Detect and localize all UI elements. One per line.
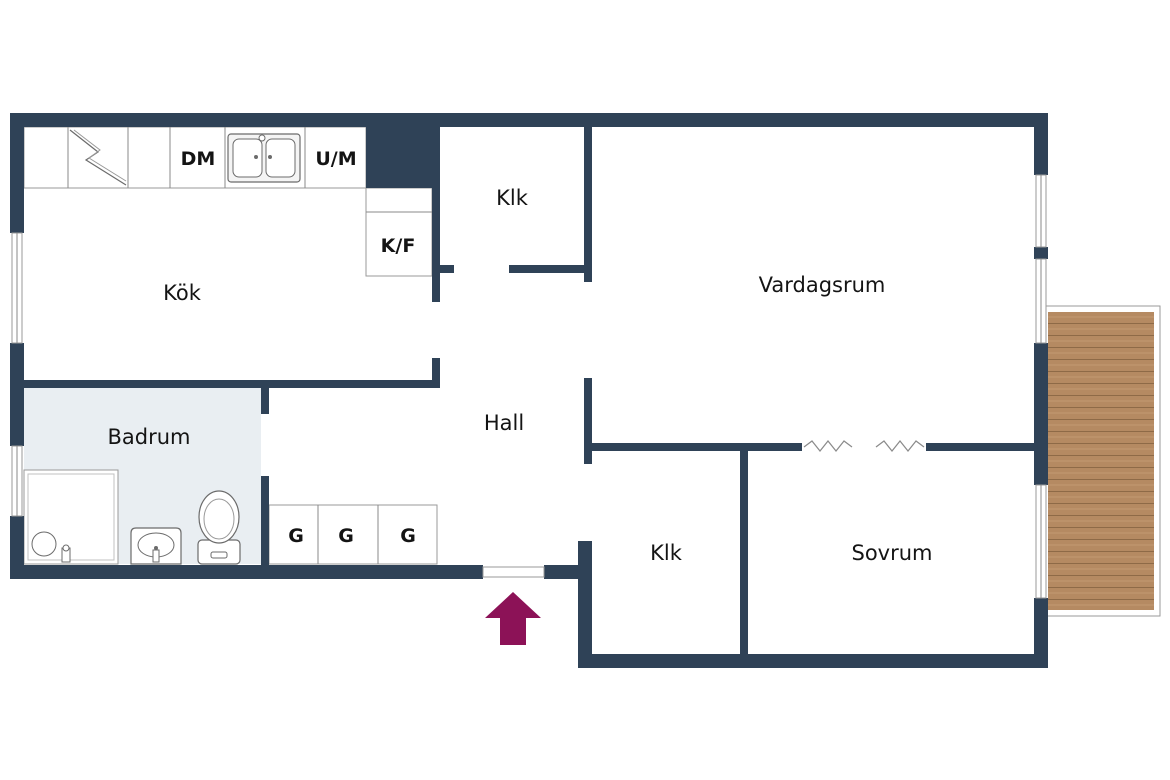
fixture-label-oven: U/M [315, 148, 356, 170]
folding-doors-icon [803, 440, 925, 452]
fixture-label-fridge: K/F [381, 235, 416, 257]
walls [10, 113, 1048, 668]
room-label-living: Vardagsrum [759, 273, 886, 297]
room-label-bedroom: Sovrum [851, 541, 932, 565]
room-label-hall: Hall [484, 411, 524, 435]
entrance-arrow-icon [485, 592, 541, 645]
fixture-label-wardrobe-1: G [288, 525, 304, 547]
balcony [1043, 305, 1161, 617]
fridge-box [365, 187, 433, 277]
room-label-closet-bottom: Klk [650, 541, 683, 565]
hall-wardrobes [268, 504, 438, 565]
windows [11, 174, 1047, 599]
room-label-bathroom: Badrum [107, 425, 190, 449]
room-label-kitchen: Kök [163, 281, 202, 305]
sink-icon [227, 133, 301, 183]
fixture-label-wardrobe-3: G [400, 525, 416, 547]
room-label-closet-top: Klk [496, 186, 529, 210]
shower-icon [23, 469, 119, 565]
fixture-label-wardrobe-2: G [338, 525, 354, 547]
toilet-icon [197, 490, 241, 565]
washbasin-icon [130, 527, 182, 565]
fixture-label-dishwasher: DM [181, 148, 216, 170]
